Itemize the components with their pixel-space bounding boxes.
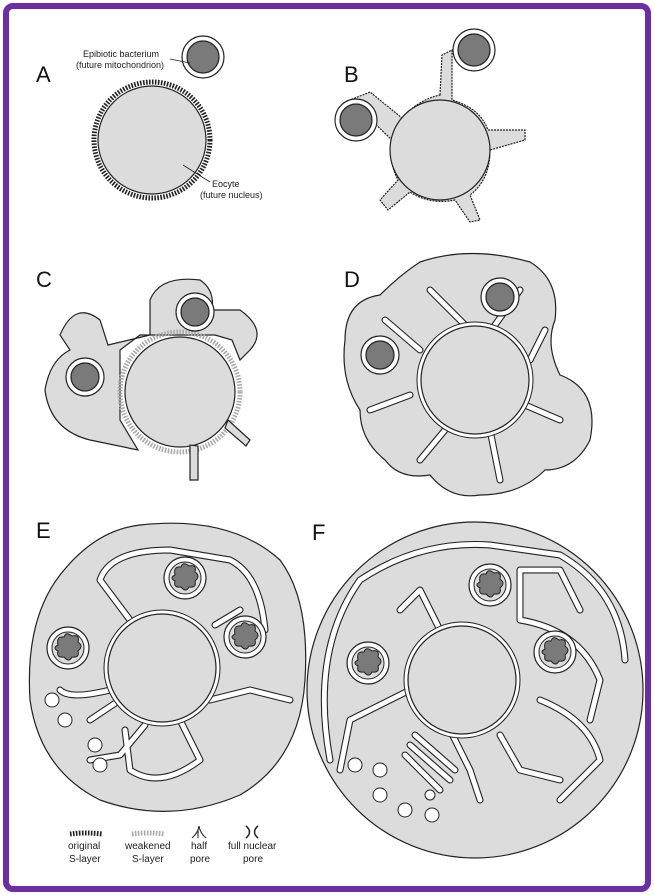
mitochondrion <box>360 335 400 375</box>
legend-text: pore <box>243 854 263 865</box>
nucleus <box>420 325 530 435</box>
legend-text: pore <box>190 854 210 865</box>
legend-text: half <box>191 841 207 852</box>
mitochondrion <box>480 277 520 317</box>
weakened-s-layer <box>117 329 243 455</box>
bacterium-label: Epibiotic bacterium <box>83 49 159 59</box>
panel-b-label: B <box>344 62 359 87</box>
vesicles <box>347 757 440 823</box>
panel-e-label: E <box>36 518 51 543</box>
panel-b: B <box>334 28 526 223</box>
panel-a: A Epibiotic bacterium (future mitochondr… <box>36 35 263 201</box>
legend-original-s-layer: original S-layer <box>68 830 103 865</box>
mitochondrion <box>468 563 512 607</box>
mitochondrion <box>533 630 577 674</box>
legend-text: S-layer <box>69 854 101 865</box>
eocyte-label: Eocyte <box>212 179 240 189</box>
legend-text: full nuclear <box>228 841 277 852</box>
legend-text: S-layer <box>132 854 164 865</box>
legend-weakened-s-layer: weakened S-layer <box>124 830 171 865</box>
panel-e: E <box>28 518 307 812</box>
legend-text: original <box>68 841 100 852</box>
mitochondrion <box>46 626 90 670</box>
nucleus <box>124 336 236 448</box>
mitochondrion <box>163 556 207 600</box>
panel-d-label: D <box>344 267 360 292</box>
panel-c: C <box>36 267 258 481</box>
legend-text: weakened <box>124 841 171 852</box>
legend-full-nuclear-pore: full nuclear pore <box>228 825 277 865</box>
mitochondrion <box>223 615 267 659</box>
panel-d: D <box>343 252 593 497</box>
legend: original S-layer weakened S-layer half p… <box>68 825 277 865</box>
panel-a-label: A <box>36 62 51 87</box>
endomembrane <box>56 546 294 782</box>
bacterium-sublabel: (future mitochondrion) <box>76 60 164 70</box>
original-s-layer <box>91 79 213 201</box>
eocyte <box>97 85 207 195</box>
epibiotic-bacterium <box>181 35 225 79</box>
legend-half-pore: half pore <box>190 825 210 865</box>
panel-f: F <box>306 520 644 859</box>
mitochondrion <box>65 357 105 397</box>
mitochondrion <box>175 292 215 332</box>
eocyte-sublabel: (future nucleus) <box>200 190 263 200</box>
nucleus <box>407 625 517 735</box>
panel-c-label: C <box>36 267 52 292</box>
eocyte <box>389 99 491 201</box>
mitochondrion <box>346 641 390 685</box>
panel-f-label: F <box>312 520 325 545</box>
bacterium <box>334 98 378 142</box>
vesicles <box>44 692 108 773</box>
nucleus <box>107 613 217 723</box>
bacterium <box>452 28 496 72</box>
